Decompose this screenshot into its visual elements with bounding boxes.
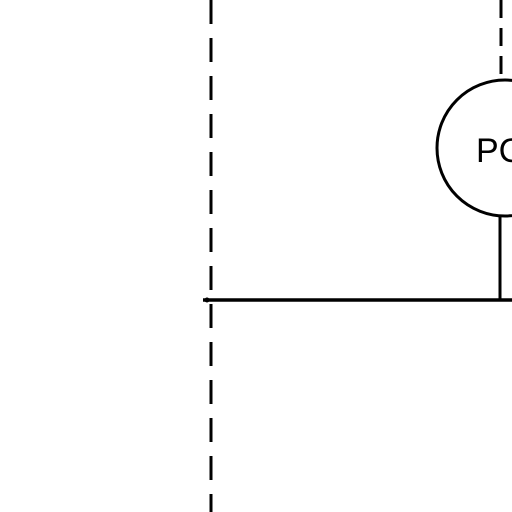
process-line-junction-dot	[204, 297, 210, 303]
instrument-bubble[interactable]	[435, 78, 512, 218]
instrument-tag-label: PC	[476, 132, 512, 170]
